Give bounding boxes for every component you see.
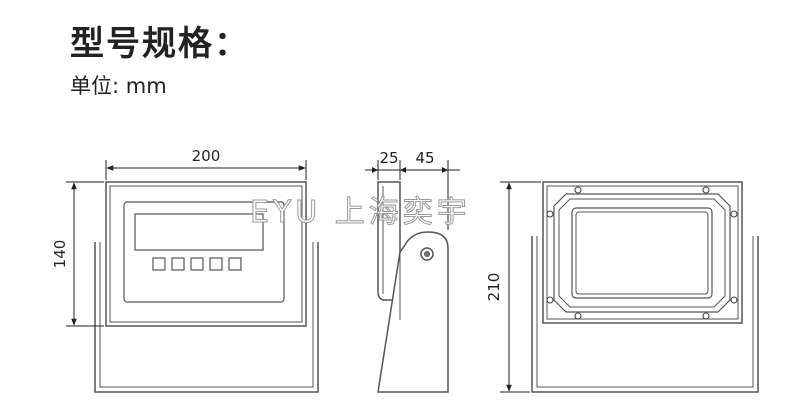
front-key-2 (171, 257, 185, 271)
dim-back-height (500, 181, 541, 393)
front-key-5 (228, 257, 242, 271)
dim-front-width-label: 200 (192, 147, 221, 165)
front-key-4 (209, 257, 223, 271)
back-plate (553, 193, 731, 313)
dim-back-height-label: 210 (485, 273, 503, 302)
front-key-3 (190, 257, 204, 271)
front-key-1 (152, 257, 166, 271)
front-display-frame (123, 201, 285, 303)
front-display-window (134, 213, 264, 251)
dim-side-depth-b-label: 45 (415, 149, 434, 167)
dim-front-width (105, 160, 307, 180)
back-screws (546, 186, 738, 320)
dim-side-depth-a-label: 25 (379, 149, 398, 167)
unit-label: 单位: mm (70, 74, 167, 98)
page-title: 型号规格： (70, 24, 250, 64)
dim-side-depth (365, 160, 460, 230)
back-stand (531, 236, 759, 393)
side-view (377, 181, 449, 393)
dim-front-height (66, 181, 104, 327)
back-view (531, 181, 759, 393)
front-stand (94, 242, 319, 393)
front-view (94, 181, 319, 393)
watermark: EYU 上海奕宇 (250, 195, 471, 230)
side-bracket (377, 231, 449, 393)
dim-front-height-label: 140 (51, 240, 69, 269)
back-window (571, 207, 713, 299)
